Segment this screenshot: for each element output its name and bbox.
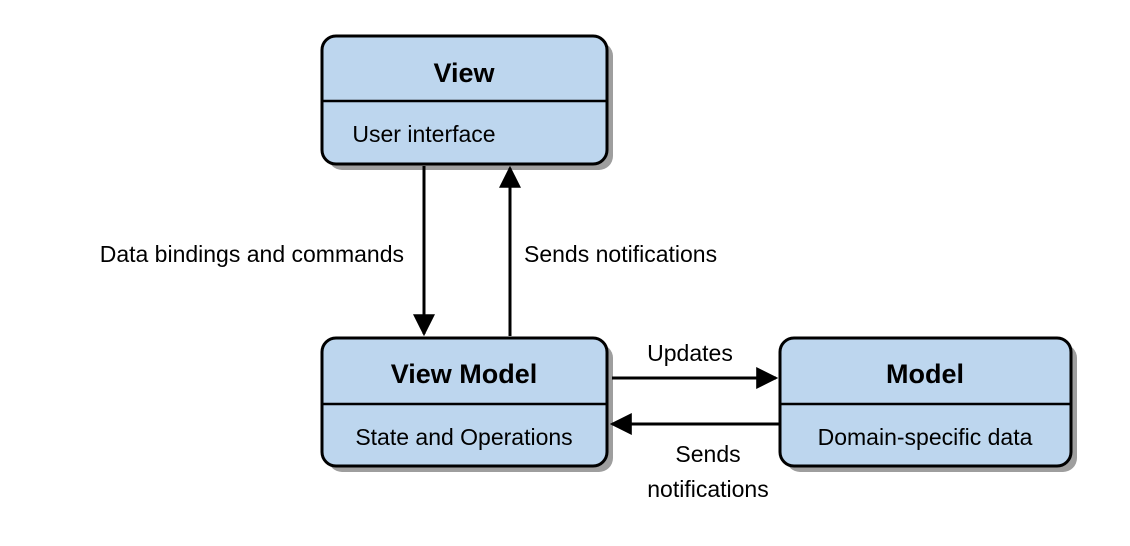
edge-view-to-view-model-label: Data bindings and commands xyxy=(100,241,404,267)
edge-model-to-view-model-label-line2: notifications xyxy=(647,476,768,502)
edge-view-model-to-model-label: Updates xyxy=(647,340,733,366)
view-node-title: View xyxy=(433,58,495,88)
edge-view-model-to-view: Sends notifications xyxy=(499,165,717,336)
edge-model-to-view-model: Sends notifications xyxy=(609,413,779,502)
model-node-box xyxy=(778,336,1073,468)
edge-model-to-view-model-label-line1: Sends xyxy=(675,441,740,467)
edge-view-model-to-view-label: Sends notifications xyxy=(524,241,717,267)
view-node: View User interface xyxy=(320,34,613,170)
view-model-node-subtitle: State and Operations xyxy=(355,424,572,450)
view-model-node: View Model State and Operations xyxy=(320,336,613,472)
edge-view-model-to-model: Updates xyxy=(612,340,779,389)
model-node-title: Model xyxy=(886,359,964,389)
view-model-node-title: View Model xyxy=(391,359,538,389)
view-model-node-box xyxy=(320,336,609,468)
view-node-subtitle: User interface xyxy=(352,121,495,147)
model-node: Model Domain-specific data xyxy=(778,336,1077,472)
model-node-subtitle: Domain-specific data xyxy=(818,424,1033,450)
edge-view-to-view-model: Data bindings and commands xyxy=(100,166,435,337)
